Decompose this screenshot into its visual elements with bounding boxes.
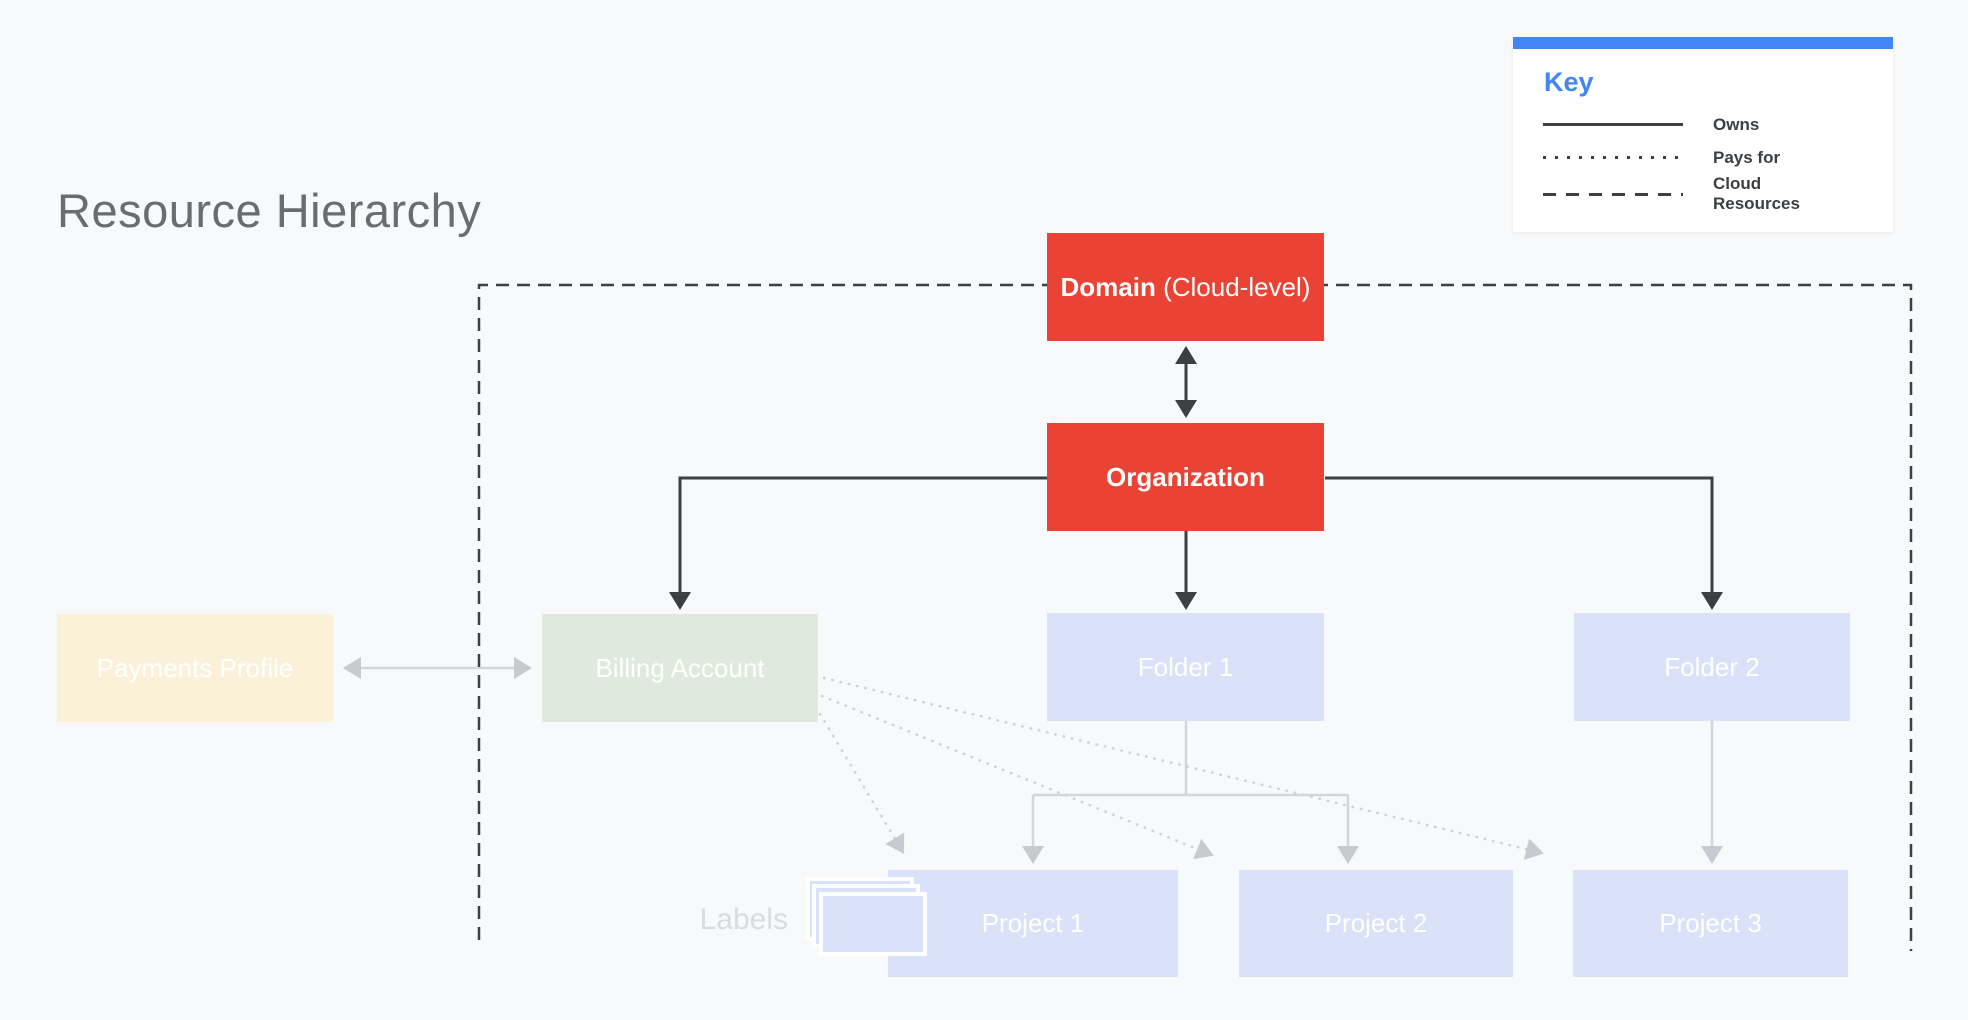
key-label-cloud-resources: Cloud Resources <box>1713 174 1800 213</box>
key-heading: Key <box>1544 67 1594 97</box>
dashed-line-sample <box>1543 192 1683 196</box>
node-project-2: Project 2 <box>1239 870 1513 977</box>
project-1-label: Project 1 <box>981 908 1085 938</box>
node-project-3: Project 3 <box>1573 870 1848 977</box>
key-row-owns: Owns <box>1531 108 1873 141</box>
pays-for-line-project1 <box>818 712 905 854</box>
label-card-front <box>819 892 927 956</box>
key-legend: Key Owns Pays for Cloud Resources <box>1513 37 1893 232</box>
organization-label: Organization <box>1106 461 1265 492</box>
payments-profile-label: Payments Profile <box>96 652 294 683</box>
node-project-1: Project 1 <box>888 870 1178 977</box>
solid-line-sample <box>1543 123 1683 126</box>
node-folder-2: Folder 2 <box>1574 613 1850 721</box>
key-label-pays-for: Pays for <box>1713 147 1781 167</box>
folder-2-label: Folder 2 <box>1664 651 1760 682</box>
folder-1-label: Folder 1 <box>1137 651 1234 682</box>
project-2-label: Project 2 <box>1324 908 1428 938</box>
labels-annotation: Labels <box>699 903 788 936</box>
owns-connectors <box>669 346 1723 610</box>
node-billing-account: Billing Account <box>542 614 818 722</box>
key-row-cloud-resources: Cloud Resources <box>1531 174 1873 214</box>
page-title: Resource Hierarchy <box>57 184 482 237</box>
dotted-line-sample <box>1543 156 1683 159</box>
node-domain: Domain (Cloud-level) <box>1047 233 1324 341</box>
gray-connectors <box>343 657 1723 864</box>
node-organization: Organization <box>1047 423 1324 531</box>
folder1-branch <box>1033 721 1348 797</box>
key-legend-body: Key Owns Pays for Cloud Resources <box>1513 49 1893 232</box>
project-3-label: Project 3 <box>1659 908 1762 938</box>
organization-billing-arrow <box>669 476 1048 610</box>
key-row-pays-for: Pays for <box>1531 141 1873 174</box>
labels-stack-icon <box>806 877 936 963</box>
node-folder-1: Folder 1 <box>1047 613 1324 721</box>
domain-label-rest: (Cloud-level) <box>1155 271 1311 302</box>
key-label-owns: Owns <box>1713 114 1760 134</box>
billing-account-label: Billing Account <box>595 652 765 683</box>
node-payments-profile: Payments Profile <box>57 614 333 722</box>
key-legend-accent-bar <box>1513 37 1893 49</box>
domain-label-bold: Domain <box>1060 271 1156 302</box>
organization-folder2-arrow <box>1325 476 1723 610</box>
pays-for-lines <box>818 676 1544 860</box>
